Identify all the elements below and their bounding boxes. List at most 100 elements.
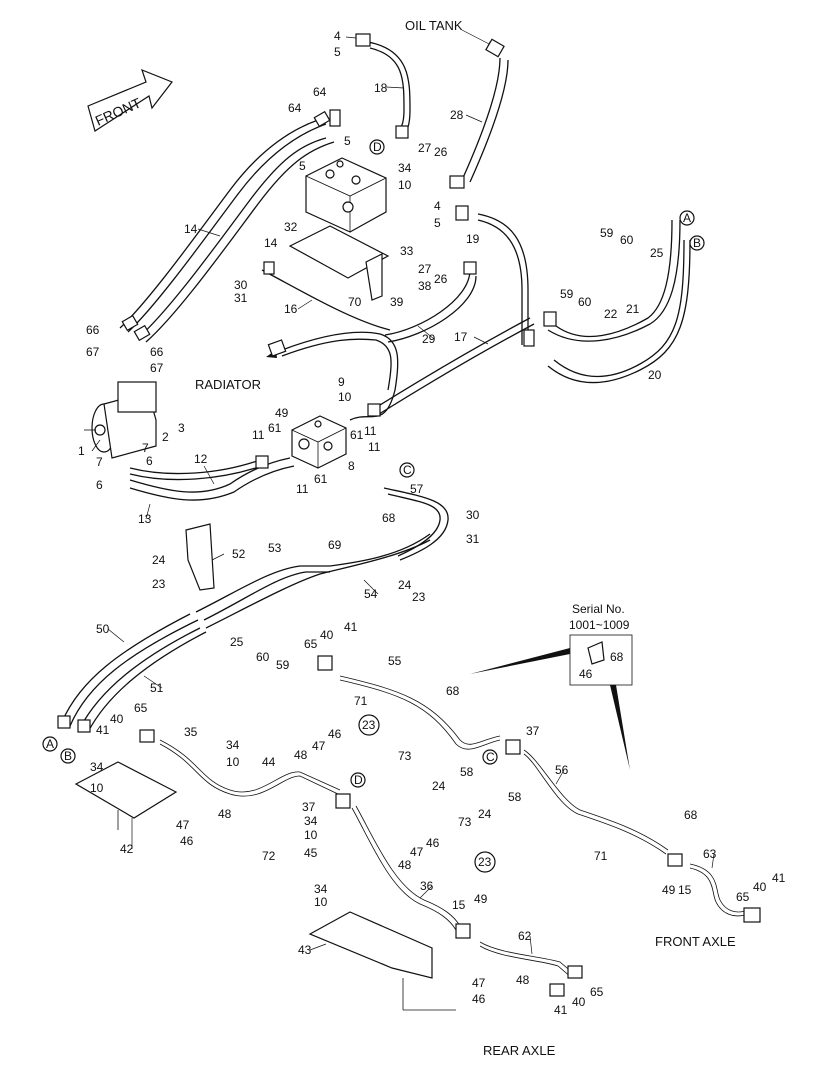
- label-60: 60: [256, 650, 270, 664]
- label-31: 31: [466, 532, 480, 546]
- hoses-main: [61, 41, 749, 979]
- label-11: 11: [296, 482, 309, 496]
- label-10: 10: [338, 390, 352, 404]
- label-40: 40: [753, 880, 767, 894]
- label-5: 5: [344, 134, 351, 148]
- label-2: 2: [162, 430, 169, 444]
- label-65: 65: [590, 985, 604, 999]
- label-23: 23: [152, 577, 166, 591]
- circle-refs: A B D C A B C D 23 23: [42, 139, 705, 873]
- ref-d-top: D: [373, 140, 382, 154]
- label-4: 4: [334, 29, 341, 43]
- label-34: 34: [90, 760, 104, 774]
- label-72: 72: [262, 849, 276, 863]
- label-67: 67: [86, 345, 100, 359]
- label-22: 22: [604, 307, 618, 321]
- ref-c-bottom: C: [486, 750, 495, 764]
- oil-tank-arrow: [461, 29, 494, 47]
- label-41: 41: [344, 620, 358, 634]
- label-66: 66: [86, 323, 100, 337]
- valve-block-32: [305, 157, 387, 233]
- serial-box: [569, 634, 633, 686]
- label-33: 33: [400, 244, 414, 258]
- bracket-52: [185, 523, 215, 591]
- label-30: 30: [234, 278, 248, 292]
- label-17: 17: [454, 330, 468, 344]
- label-68: 68: [446, 684, 460, 698]
- label-25: 25: [650, 246, 664, 260]
- serial-title: Serial No.: [572, 602, 625, 616]
- label-16: 16: [284, 302, 298, 316]
- fittings: [57, 33, 761, 997]
- label-41: 41: [554, 1003, 568, 1017]
- plate-42: [74, 761, 178, 819]
- label-59: 59: [560, 287, 574, 301]
- label-61: 61: [268, 421, 282, 435]
- label-67: 67: [150, 361, 164, 375]
- label-40: 40: [110, 712, 124, 726]
- label-71: 71: [594, 849, 608, 863]
- label-38: 38: [418, 279, 432, 293]
- label-58: 58: [460, 765, 474, 779]
- label-65: 65: [736, 890, 750, 904]
- label-70: 70: [348, 295, 362, 309]
- serial-pointer-right: [610, 685, 630, 770]
- pump: [84, 381, 157, 459]
- label-71: 71: [354, 694, 368, 708]
- label-11: 11: [364, 424, 377, 438]
- label-39: 39: [390, 295, 404, 309]
- label-6: 6: [146, 454, 153, 468]
- bracket-33: [365, 253, 383, 301]
- label-29: 29: [422, 332, 436, 346]
- label-24: 24: [432, 779, 446, 793]
- label-5: 5: [434, 216, 441, 230]
- ref-23-top: 23: [362, 718, 376, 732]
- ref-a-bottom: A: [46, 737, 54, 751]
- label-15: 15: [678, 883, 692, 897]
- label-11: 11: [252, 428, 265, 442]
- label-14: 14: [264, 236, 278, 250]
- label-40: 40: [320, 628, 334, 642]
- label-60: 60: [620, 233, 634, 247]
- label-56: 56: [555, 763, 569, 777]
- label-18: 18: [374, 81, 388, 95]
- label-34: 34: [226, 738, 240, 752]
- label-73: 73: [398, 749, 412, 763]
- label-49: 49: [662, 883, 676, 897]
- plate-33: [288, 225, 390, 279]
- label-47: 47: [312, 739, 326, 753]
- label-10: 10: [304, 828, 318, 842]
- label-34: 34: [398, 161, 412, 175]
- label-5: 5: [334, 45, 341, 59]
- label-10: 10: [398, 178, 412, 192]
- label-46: 46: [426, 836, 440, 850]
- label-59: 59: [276, 658, 290, 672]
- label-34: 34: [314, 882, 328, 896]
- label-43: 43: [298, 943, 312, 957]
- plate-43: [308, 911, 433, 979]
- label-46: 46: [328, 727, 342, 741]
- front-arrow: FRONT: [87, 68, 173, 132]
- label-26: 26: [434, 272, 448, 286]
- part-labels: 4 5 18 28 64 64 5 5 27 26 34 10 4 5 19 1…: [78, 29, 786, 1017]
- label-62: 62: [518, 929, 532, 943]
- label-48: 48: [398, 858, 412, 872]
- label-60: 60: [578, 295, 592, 309]
- serial-callout: Serial No. 1001~1009: [470, 602, 633, 770]
- label-37: 37: [302, 800, 316, 814]
- label-41: 41: [96, 723, 110, 737]
- label-30: 30: [466, 508, 480, 522]
- label-28: 28: [450, 108, 464, 122]
- label-66: 66: [150, 345, 164, 359]
- label-19: 19: [466, 232, 480, 246]
- label-48: 48: [218, 807, 232, 821]
- label-48: 48: [294, 748, 308, 762]
- ref-d-bottom: D: [354, 773, 363, 787]
- label-46: 46: [579, 667, 593, 681]
- label-9: 9: [338, 375, 345, 389]
- label-68: 68: [684, 808, 698, 822]
- oil-tank-caption: OIL TANK: [405, 18, 463, 33]
- label-14: 14: [184, 222, 198, 236]
- label-3: 3: [178, 421, 185, 435]
